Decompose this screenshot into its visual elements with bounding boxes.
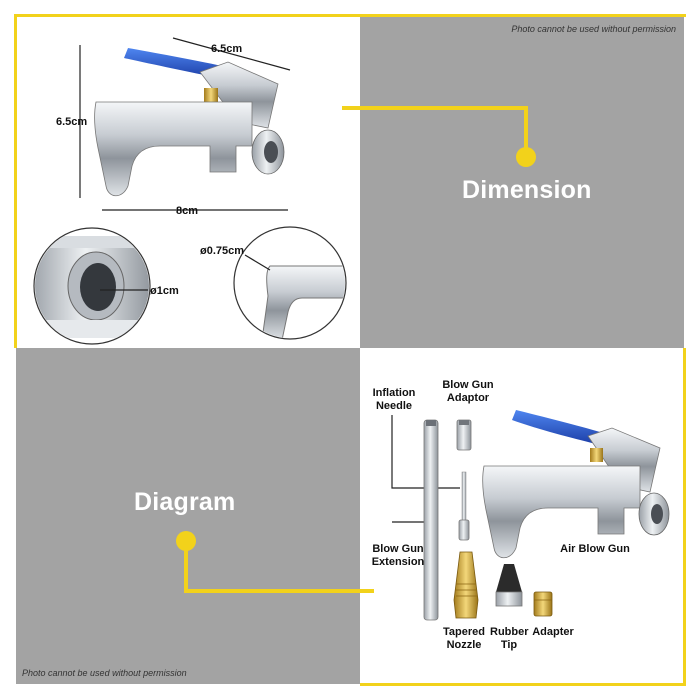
dimension-height-left-label: 6.5cm: [56, 116, 88, 128]
blow-gun-adaptor-part: [456, 419, 472, 451]
adapter-part: [533, 591, 553, 617]
dimension-connector-vertical: [524, 106, 528, 156]
part-label-rubber-tip: Rubber Tip: [490, 626, 529, 651]
dimension-width-top-label: 6.5cm: [211, 43, 243, 55]
diagram-connector-horizontal: [184, 589, 374, 593]
frame-right-line: [683, 348, 686, 686]
frame-left-line: [14, 14, 17, 348]
frame-bottom-line: [360, 683, 686, 686]
part-label-blow-gun-extension: Blow Gun Extension: [371, 543, 425, 568]
dimension-connector-dot: [516, 147, 536, 167]
dimension-nozzle-diameter-label: ø0.75cm: [200, 245, 245, 257]
dimension-connector-horizontal: [342, 106, 528, 110]
part-label-inflation-needle: Inflation Needle: [372, 387, 416, 412]
frame-top-line: [14, 14, 686, 17]
diagram-label-panel: [16, 348, 360, 684]
blow-gun-extension-rod: [423, 419, 439, 621]
part-label-adapter: Adapter: [532, 626, 574, 638]
part-label-air-blow-gun: Air Blow Gun: [560, 543, 630, 555]
dimension-label-panel: [360, 16, 684, 348]
inflation-needle-part: [458, 471, 470, 541]
air-blow-gun-part: [482, 410, 670, 559]
part-label-blow-gun-adaptor: Blow Gun Adaptor: [442, 379, 494, 404]
dimension-title: Dimension: [462, 176, 592, 204]
watermark-top: Photo cannot be used without permission: [511, 24, 676, 34]
blow-gun-top: [94, 48, 285, 197]
diagram-connector-vertical: [184, 541, 188, 593]
rubber-tip-part: [495, 564, 523, 607]
tapered-nozzle-part: [453, 551, 479, 619]
dimension-inner-diameter-label: ø1cm: [150, 285, 179, 297]
dimension-length-bottom-label: 8cm: [176, 205, 199, 217]
watermark-bottom: Photo cannot be used without permission: [22, 668, 187, 678]
diagram-title: Diagram: [134, 488, 236, 516]
part-label-tapered-nozzle: Tapered Nozzle: [443, 626, 485, 651]
